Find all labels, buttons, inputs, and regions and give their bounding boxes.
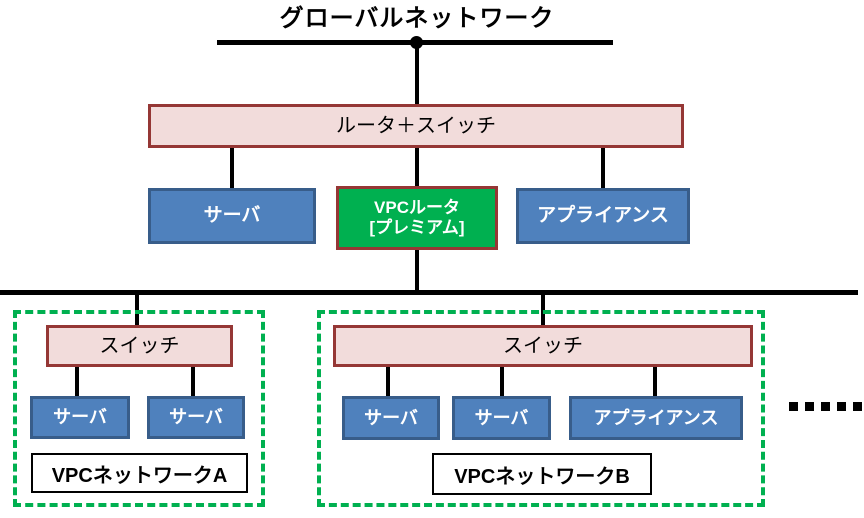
connector-switch-b-to-server-2 <box>500 367 504 396</box>
vpc-b-server-box-1: サーバ <box>342 396 440 440</box>
vpc-a-caption-box: VPCネットワークA <box>31 453 248 493</box>
vpc-network-b-group <box>317 310 765 507</box>
connector-vpcrouter-to-bus <box>415 250 419 290</box>
router-switch-box: ルータ＋スイッチ <box>148 104 684 148</box>
vpc-a-server-label-2: サーバ <box>169 407 223 428</box>
vpc-b-switch-label: スイッチ <box>503 334 583 357</box>
connector-switch-b-to-server-1 <box>386 367 390 396</box>
router-switch-label: ルータ＋スイッチ <box>336 114 496 137</box>
vpc-b-appliance-label: アプライアンス <box>593 407 719 428</box>
vpc-b-server-label-2: サーバ <box>474 407 529 428</box>
vpc-a-switch-label: スイッチ <box>99 334 180 357</box>
vpc-router-label-line2: [プレミアム] <box>369 218 465 237</box>
vpc-a-server-box-2: サーバ <box>147 396 245 439</box>
vpc-router-label-line1: VPCルータ <box>374 198 460 218</box>
connector-router-to-vpcrouter <box>415 148 419 186</box>
connector-router-to-server <box>230 148 234 188</box>
vpc-a-switch-box: スイッチ <box>46 325 233 367</box>
vpc-router-box: VPCルータ [プレミアム] <box>336 186 498 250</box>
connector-switch-a-to-server-2 <box>191 367 195 396</box>
global-network-title: グローバルネットワーク <box>279 4 555 32</box>
vpc-b-switch-box: スイッチ <box>333 325 753 367</box>
vpc-b-server-label-1: サーバ <box>364 407 418 428</box>
vpc-b-caption-box: VPCネットワークB <box>432 453 652 495</box>
vpc-a-caption-label: VPCネットワークA <box>51 464 228 487</box>
vpc-bus-line <box>0 290 858 295</box>
bus-junction-dot <box>410 36 423 49</box>
global-appliance-box: アプライアンス <box>516 188 690 244</box>
vpc-b-caption-label: VPCネットワークB <box>454 465 630 488</box>
continuation-dots-icon <box>789 402 862 411</box>
vpc-a-server-box-1: サーバ <box>30 396 130 439</box>
global-appliance-label: アプライアンス <box>537 205 669 227</box>
vpc-b-server-box-2: サーバ <box>452 396 551 440</box>
connector-switch-a-to-server-1 <box>75 367 79 396</box>
connector-global-to-router <box>415 43 419 104</box>
global-server-label: サーバ <box>203 205 261 227</box>
connector-router-to-appliance <box>601 148 605 188</box>
connector-switch-b-to-appliance <box>653 367 657 396</box>
vpc-b-appliance-box: アプライアンス <box>569 396 743 440</box>
vpc-a-server-label-1: サーバ <box>53 407 107 428</box>
vpc-network-a-group <box>13 310 265 507</box>
global-server-box: サーバ <box>148 188 316 244</box>
